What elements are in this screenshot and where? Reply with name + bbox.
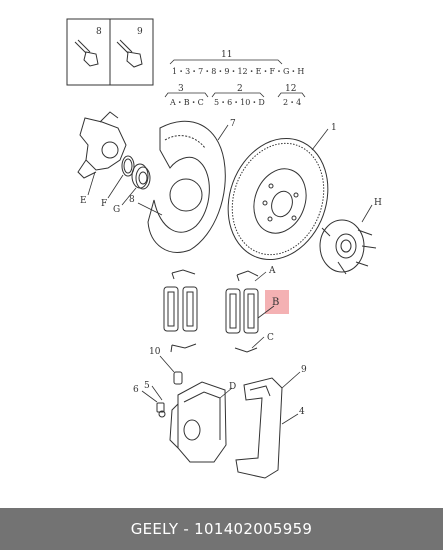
caliper-bracket [235, 377, 283, 479]
callout-9-top: 9 [137, 27, 143, 37]
brake-caliper [169, 381, 227, 463]
guide-pin-icon [173, 371, 183, 385]
bolt-9-icon [116, 39, 143, 68]
wheel-hub [319, 219, 377, 275]
brake-disc [227, 137, 329, 261]
callout-A: A [268, 266, 276, 276]
brake-exploded-diagram: 8 9 11 1・3・7・8・9・12・E・F・G・H 3 A・B・C 2 5・… [66, 18, 382, 479]
kit-11-number: 11 [221, 50, 232, 60]
brake-pads [163, 269, 259, 353]
callout-G: G [113, 205, 120, 215]
wheel-bearing [131, 163, 151, 190]
callout-5: 5 [144, 381, 150, 391]
kit-2-number: 2 [237, 84, 243, 94]
callout-9: 9 [301, 365, 307, 375]
kit-3-number: 3 [178, 84, 184, 94]
dust-shield [147, 120, 226, 253]
callout-F: F [101, 199, 107, 209]
callout-E: E [80, 196, 87, 206]
callout-10: 10 [149, 347, 161, 357]
bleeder-screw-icon [156, 402, 166, 418]
callout-D: D [229, 382, 236, 392]
callout-7: 7 [230, 119, 236, 129]
steering-knuckle [77, 111, 127, 179]
part-number-caption: GEELY - 101402005959 [130, 520, 313, 538]
kit-11-contents: 1・3・7・8・9・12・E・F・G・H [172, 67, 304, 76]
fastener-box: 8 9 [66, 18, 154, 86]
callout-C: C [267, 333, 274, 343]
snap-ring [121, 155, 135, 177]
callout-4: 4 [299, 407, 305, 417]
footer-bar: GEELY - 101402005959 [0, 508, 443, 550]
kit-3-contents: A・B・C [169, 98, 204, 107]
callout-B: B [272, 297, 279, 308]
kit-12-number: 12 [285, 84, 296, 94]
kit-12-contents: 2・4 [283, 98, 301, 107]
bolt-8-icon [74, 39, 99, 67]
callout-6: 6 [133, 385, 139, 395]
callout-1: 1 [331, 123, 337, 133]
callout-H: H [374, 198, 382, 208]
callout-8: 8 [129, 195, 135, 205]
kit-groups [164, 59, 306, 98]
callout-8-top: 8 [96, 27, 102, 37]
kit-2-contents: 5・6・10・D [214, 98, 265, 107]
